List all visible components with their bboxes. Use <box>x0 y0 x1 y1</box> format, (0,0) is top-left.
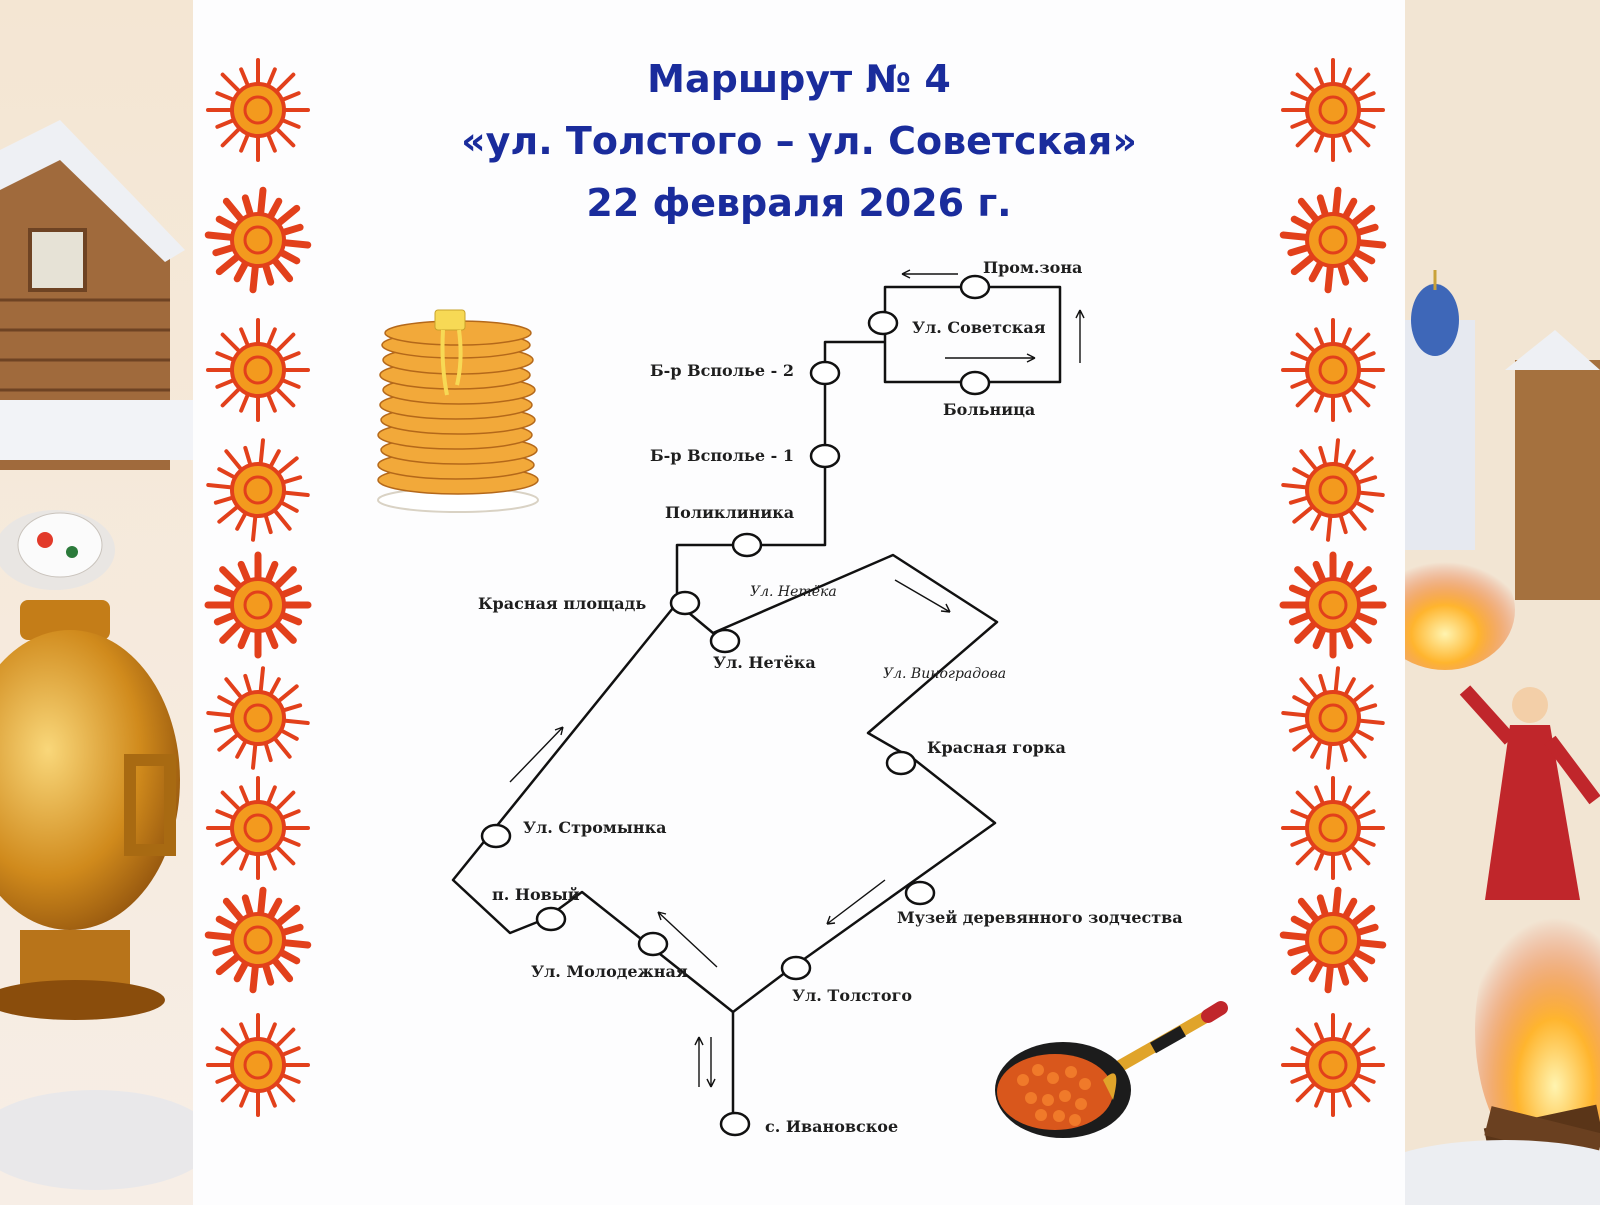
right-decorative-background <box>1405 0 1600 1205</box>
sun-icon <box>204 551 312 659</box>
stop-krasnaya-gorka[interactable] <box>885 750 917 776</box>
route-line-main <box>451 340 999 1014</box>
stop-stromynka[interactable] <box>480 823 512 849</box>
sun-icon <box>206 1013 310 1117</box>
stop-ivanovskoe[interactable] <box>719 1111 751 1137</box>
sun-icon <box>1279 186 1387 294</box>
route-title: Маршрут № 4 «ул. Толстого – ул. Советска… <box>193 48 1405 234</box>
route-date-title: 22 февраля 2026 г. <box>586 181 1012 225</box>
bonfire-image <box>1405 550 1600 1170</box>
stop-poliklinika[interactable] <box>731 532 763 558</box>
stop-netyoka[interactable] <box>709 628 741 654</box>
stop-label-ivanovskoe: с. Ивановское <box>765 1117 898 1136</box>
stop-label-sovetskaya: Ул. Советская <box>912 318 1046 337</box>
sun-icon <box>1281 438 1385 542</box>
stop-label-novyi: п. Новый <box>492 885 580 904</box>
stop-novyi[interactable] <box>535 906 567 932</box>
stop-label-krasnaya-gorka: Красная горка <box>927 738 1066 757</box>
sun-icon <box>204 886 312 994</box>
sun-icon <box>1281 318 1385 422</box>
stop-label-netyoka: Ул. Нетёка <box>713 653 816 672</box>
route-streets-title: «ул. Толстого – ул. Советская» <box>461 119 1137 163</box>
sun-icon <box>204 186 312 294</box>
sun-icon <box>1281 666 1385 770</box>
sun-icon <box>1279 886 1387 994</box>
stop-label-promzona: Пром.зона <box>983 258 1082 277</box>
sun-icon <box>1281 1013 1385 1117</box>
stop-molodezhnaya[interactable] <box>637 931 669 957</box>
direction-arrows <box>509 269 1085 1088</box>
stop-bolnitsa[interactable] <box>959 370 991 396</box>
caviar-spoon-image <box>995 1001 1228 1138</box>
stop-label-poliklinika: Поликлиника <box>665 503 794 522</box>
street-label-netyoka: Ул. Нетёка <box>750 584 837 600</box>
right-sun-border <box>1279 58 1387 1117</box>
stop-muzey[interactable] <box>904 880 936 906</box>
route-panel: Маршрут № 4 «ул. Толстого – ул. Советска… <box>193 0 1405 1205</box>
sun-icon <box>206 776 310 880</box>
dancer-image <box>1459 685 1600 900</box>
stop-vspolye-2[interactable] <box>809 360 841 386</box>
samovar-image <box>0 510 193 1190</box>
sun-icon <box>1279 551 1387 659</box>
route-line-loop <box>883 285 1062 384</box>
sun-icon <box>206 58 310 162</box>
stop-label-molodezhnaya: Ул. Молодежная <box>531 962 688 981</box>
left-decorative-background <box>0 0 193 1205</box>
sun-icon <box>206 318 310 422</box>
wooden-house-image <box>0 120 193 470</box>
pancakes-image <box>377 309 539 513</box>
route-map: Пром.зона Ул. Советская Больница Б-р Всп… <box>451 258 1183 1137</box>
stop-sovetskaya[interactable] <box>867 310 899 336</box>
stop-label-bolnitsa: Больница <box>943 400 1035 419</box>
stop-krasnaya-ploshchad[interactable] <box>669 590 701 616</box>
stop-label-tolstogo: Ул. Толстого <box>792 986 912 1005</box>
church-image <box>1405 270 1600 600</box>
stop-tolstogo[interactable] <box>780 955 812 981</box>
stop-vspolye-1[interactable] <box>809 443 841 469</box>
stop-label-vspolye-1: Б-р Всполье - 1 <box>650 446 794 465</box>
sun-icon <box>1281 776 1385 880</box>
stop-label-krasnaya-ploshchad: Красная площадь <box>478 594 646 613</box>
route-number-title: Маршрут № 4 <box>647 57 951 101</box>
stop-label-vspolye-2: Б-р Всполье - 2 <box>650 361 794 380</box>
stop-label-muzey: Музей деревянного зодчества <box>897 908 1183 927</box>
stop-promzona[interactable] <box>959 274 991 300</box>
sun-icon <box>206 438 310 542</box>
stop-label-stromynka: Ул. Стромынка <box>523 818 666 837</box>
sun-icon <box>1281 58 1385 162</box>
sun-icon <box>206 666 310 770</box>
street-label-vinogradova: Ул. Виноградова <box>883 666 1006 682</box>
left-sun-border <box>204 58 312 1117</box>
